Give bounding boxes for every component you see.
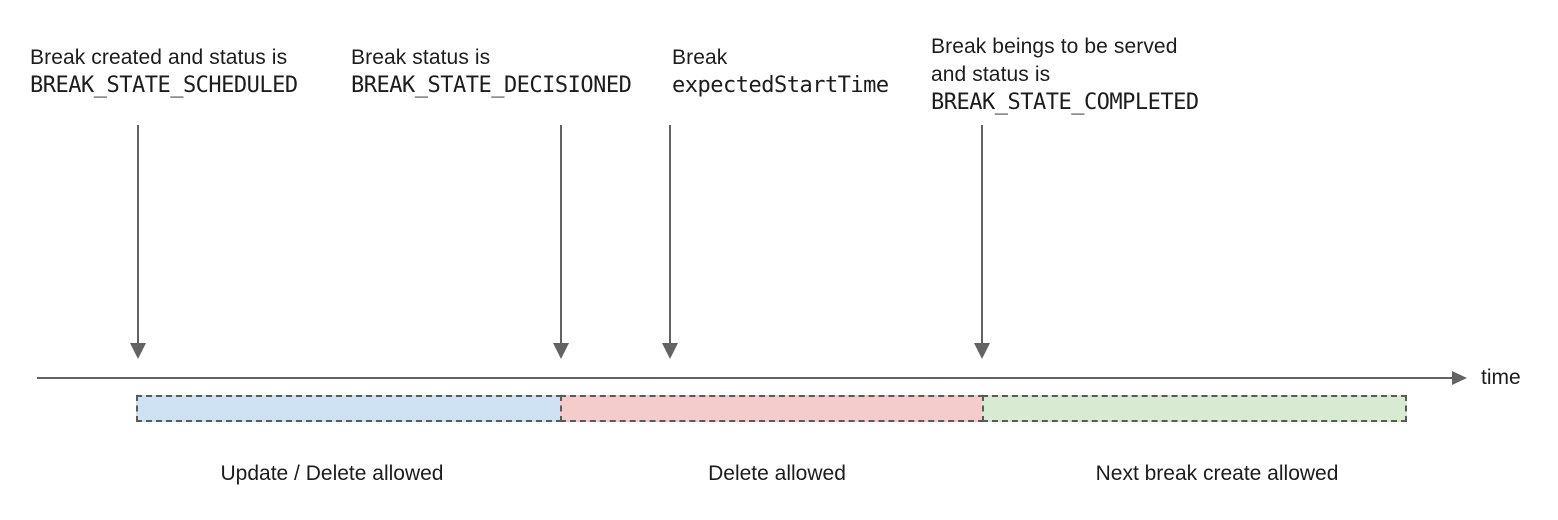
segment-update-delete-allowed [136,395,562,422]
annotation-text: Break beings to be served [931,35,1178,58]
segment-label-next-break-create: Next break create allowed [1095,462,1339,485]
down-arrow-break-completed-icon [974,125,990,359]
arrow-shaft [560,125,562,343]
annotation-text: Break status is [351,46,491,69]
down-arrow-break-decisioned-icon [553,125,569,359]
arrow-head [974,343,990,359]
annotation-text: and status is [931,63,1051,86]
annotation-code: BREAK_STATE_DECISIONED [351,73,632,98]
segment-next-break-create-allowed [982,395,1407,422]
annotation-code: expectedStartTime [672,73,889,98]
arrow-head [662,343,678,359]
arrow-head [553,343,569,359]
annotation-text: Break [672,46,728,69]
annotation-break-completed: Break beings to be served and status is … [931,33,1199,117]
annotation-expected-start-time: Break expectedStartTime [672,44,889,100]
annotation-code: BREAK_STATE_SCHEDULED [30,73,298,98]
segment-delete-allowed [560,395,984,422]
annotation-text: Break created and status is [30,46,288,69]
annotation-code: BREAK_STATE_COMPLETED [931,90,1199,115]
arrow-shaft [669,125,671,343]
time-axis-arrow-icon [1452,371,1467,385]
time-axis-label: time [1481,366,1521,389]
segment-label-update-delete: Update / Delete allowed [220,462,444,485]
down-arrow-expected-start-time-icon [662,125,678,359]
arrow-shaft [981,125,983,343]
segment-label-delete: Delete allowed [708,462,846,485]
down-arrow-break-created-icon [130,125,146,359]
annotation-break-scheduled: Break created and status is BREAK_STATE_… [30,44,298,100]
arrow-head [130,343,146,359]
arrow-shaft [137,125,139,343]
annotation-break-decisioned: Break status is BREAK_STATE_DECISIONED [351,44,632,100]
time-axis-line [37,377,1453,379]
